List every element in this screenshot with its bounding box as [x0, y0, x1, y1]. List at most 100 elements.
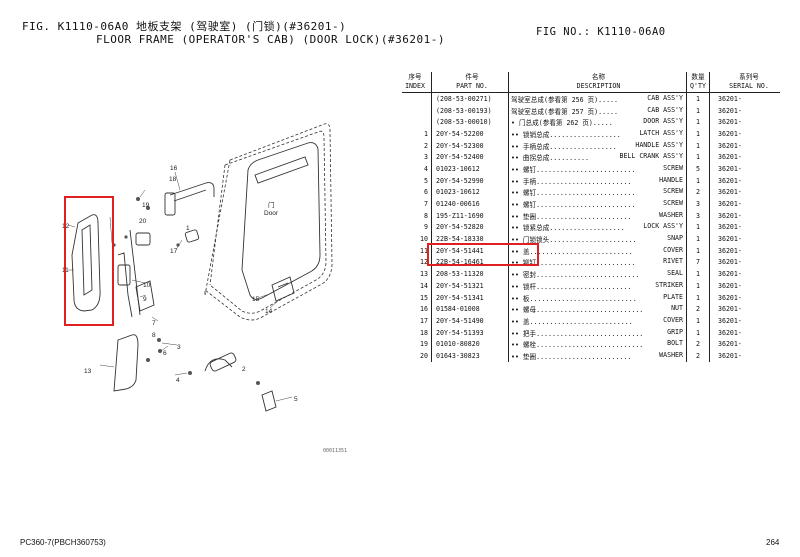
row-qty: 1	[686, 151, 710, 164]
model-footer: PC360-7(PBCH360753)	[20, 538, 106, 547]
row-description: •• 盖..........................COVER	[508, 315, 687, 327]
row-description-en: SEAL	[667, 269, 683, 278]
row-description-en: CAB ASS'Y	[647, 105, 683, 114]
row-description-en: PLATE	[663, 292, 683, 301]
row-description: • 门总成(参看第 262 页).....DOOR ASS'Y	[508, 116, 687, 129]
row-serial: 36201-	[718, 316, 742, 325]
row-description-cn: •• 垫圈........................	[511, 212, 632, 221]
row-description-en: LOCK ASS'Y	[643, 222, 683, 231]
row-index: 1	[402, 128, 432, 140]
callout-1: 1	[186, 225, 190, 232]
row-part-no: (208-53-00193)	[431, 104, 509, 117]
row-index: 18	[402, 326, 432, 339]
row-index	[402, 116, 432, 129]
row-description: 驾驶室总成(参看第 256 页).....CAB ASS'Y	[508, 92, 687, 105]
row-part-no: 20Y-54-51321	[431, 280, 509, 292]
row-index: 12	[402, 256, 432, 269]
row-description-en: LATCH ASS'Y	[639, 128, 683, 137]
row-description-cn: •• 螺栓...........................	[511, 341, 644, 350]
callout-13: 13	[84, 368, 92, 375]
row-part-no: 01023-10612	[431, 163, 509, 175]
figure-title-chinese: FIG. K1110-06A0 地板支架 (驾驶室) (门锁)(#36201-)	[22, 20, 347, 33]
row-qty: 1	[686, 291, 710, 304]
table-row: (208-53-00271)驾驶室总成(参看第 256 页).....CAB A…	[402, 92, 780, 105]
row-description-en: BOLT	[667, 339, 683, 348]
door-label-en: Door	[264, 210, 279, 217]
row-description-cn: •• 铆钉.........................	[511, 259, 636, 268]
row-serial: 36201-	[718, 270, 742, 279]
row-description: •• 锁紧总成................... LOCK ASS'Y	[508, 221, 687, 234]
row-qty: 1	[686, 233, 710, 245]
row-qty: 1	[686, 116, 710, 129]
callout-19: 19	[142, 202, 150, 209]
row-serial: 36201-	[718, 258, 742, 267]
row-description-en: SCREW	[663, 163, 683, 172]
row-description: •• 铆钉......................... RIVET	[508, 256, 687, 269]
callout-14: 14	[265, 308, 273, 315]
row-serial: 36201-	[718, 293, 742, 302]
row-part-no: 20Y-54-52400	[431, 151, 509, 164]
row-description-cn: • 门总成(参看第 262 页).....	[511, 119, 613, 128]
row-index: 11	[402, 244, 432, 257]
row-serial: 36201-	[718, 164, 742, 173]
row-part-no: 20Y-54-51393	[431, 326, 509, 339]
callout-3: 3	[177, 344, 181, 351]
row-description-en: COVER	[663, 245, 683, 254]
row-index: 17	[402, 315, 432, 327]
row-description-cn: •• 盖..........................	[511, 247, 633, 256]
callout-9: 9	[143, 296, 147, 303]
row-description-en: NUT	[671, 304, 683, 313]
row-description-en: HANDLE	[659, 175, 683, 184]
row-description-en: RIVET	[663, 257, 683, 266]
row-description-en: BELL CRANK ASS'Y	[619, 152, 683, 161]
row-qty: 1	[686, 174, 710, 187]
callout-20: 20	[139, 218, 147, 225]
callout-8: 8	[152, 332, 156, 339]
row-description-cn: •• 螺钉.........................	[511, 165, 636, 174]
row-serial: 36201-	[718, 351, 742, 360]
exploded-parts-drawing: 门 Door 16 18 19 20 12 11 17 10 9 15 14 1…	[62, 123, 333, 412]
row-serial: 36201-	[718, 246, 742, 255]
callout-17: 17	[170, 248, 178, 255]
row-index: 5	[402, 174, 432, 187]
row-index	[402, 104, 432, 117]
row-serial: 36201-	[718, 223, 742, 232]
row-qty: 3	[686, 209, 710, 222]
row-serial: 36201-	[718, 153, 742, 162]
row-description-cn: •• 门锁锁头......................	[511, 236, 637, 245]
row-serial: 36201-	[718, 305, 742, 314]
callout-18: 18	[169, 176, 177, 183]
row-qty: 1	[686, 244, 710, 257]
row-description: •• 螺钉.........................SCREW	[508, 186, 687, 199]
row-serial: 36201-	[718, 200, 742, 209]
row-description-cn: •• 螺钉.........................	[511, 189, 636, 198]
row-serial: 36201-	[718, 176, 742, 185]
row-index: 9	[402, 221, 432, 234]
row-qty: 1	[686, 221, 710, 234]
row-serial: 36201-	[718, 328, 742, 337]
row-description: •• 螺栓........................... BOLT	[508, 338, 687, 351]
door-label-cn: 门	[268, 200, 275, 209]
row-serial: 36201-	[718, 106, 742, 115]
row-description: •• 垫圈........................WASHER	[508, 209, 687, 222]
row-description-en: COVER	[663, 315, 683, 324]
row-part-no: 01240-00616	[431, 198, 509, 210]
row-description-cn: •• 垫圈........................	[511, 352, 632, 361]
row-part-no: 208-53-11320	[431, 268, 509, 280]
row-description-cn: •• 螺母...........................	[511, 306, 644, 315]
row-description-cn: •• 锁紧总成...................	[511, 224, 625, 233]
